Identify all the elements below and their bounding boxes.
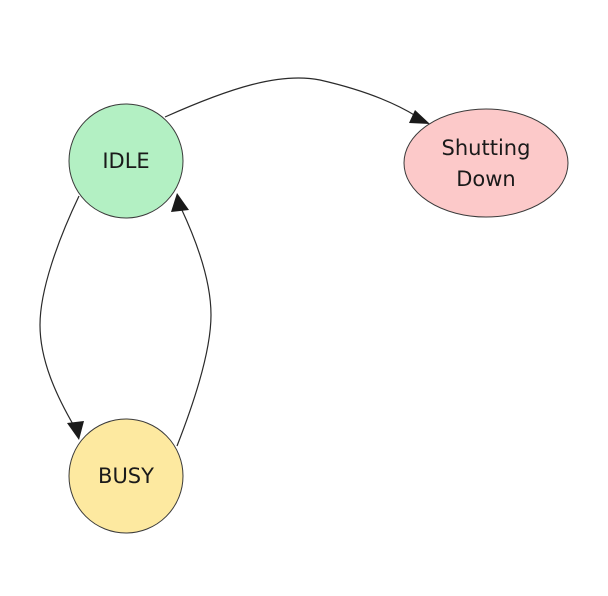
node-idle: IDLE xyxy=(68,103,184,219)
node-idle-label: IDLE xyxy=(102,149,149,173)
edges xyxy=(39,77,430,447)
edge-idle-to-shutting-down xyxy=(164,77,417,118)
node-shutting-down-label-line-1: Shutting xyxy=(442,136,531,160)
edge-busy-to-idle xyxy=(176,207,212,447)
node-busy-label: BUSY xyxy=(98,464,154,488)
node-busy-shape xyxy=(68,418,184,534)
node-idle-shape xyxy=(68,103,184,219)
arrowhead-idle xyxy=(171,193,189,212)
node-shutting-down: Shutting Down xyxy=(403,108,569,218)
arrowhead-shutting-down xyxy=(409,110,430,124)
node-busy: BUSY xyxy=(68,418,184,534)
node-shutting-down-shape xyxy=(403,108,569,218)
edge-idle-to-busy xyxy=(39,195,80,427)
node-shutting-down-label-line-2: Down xyxy=(456,167,516,191)
arrowhead-busy xyxy=(67,421,84,440)
